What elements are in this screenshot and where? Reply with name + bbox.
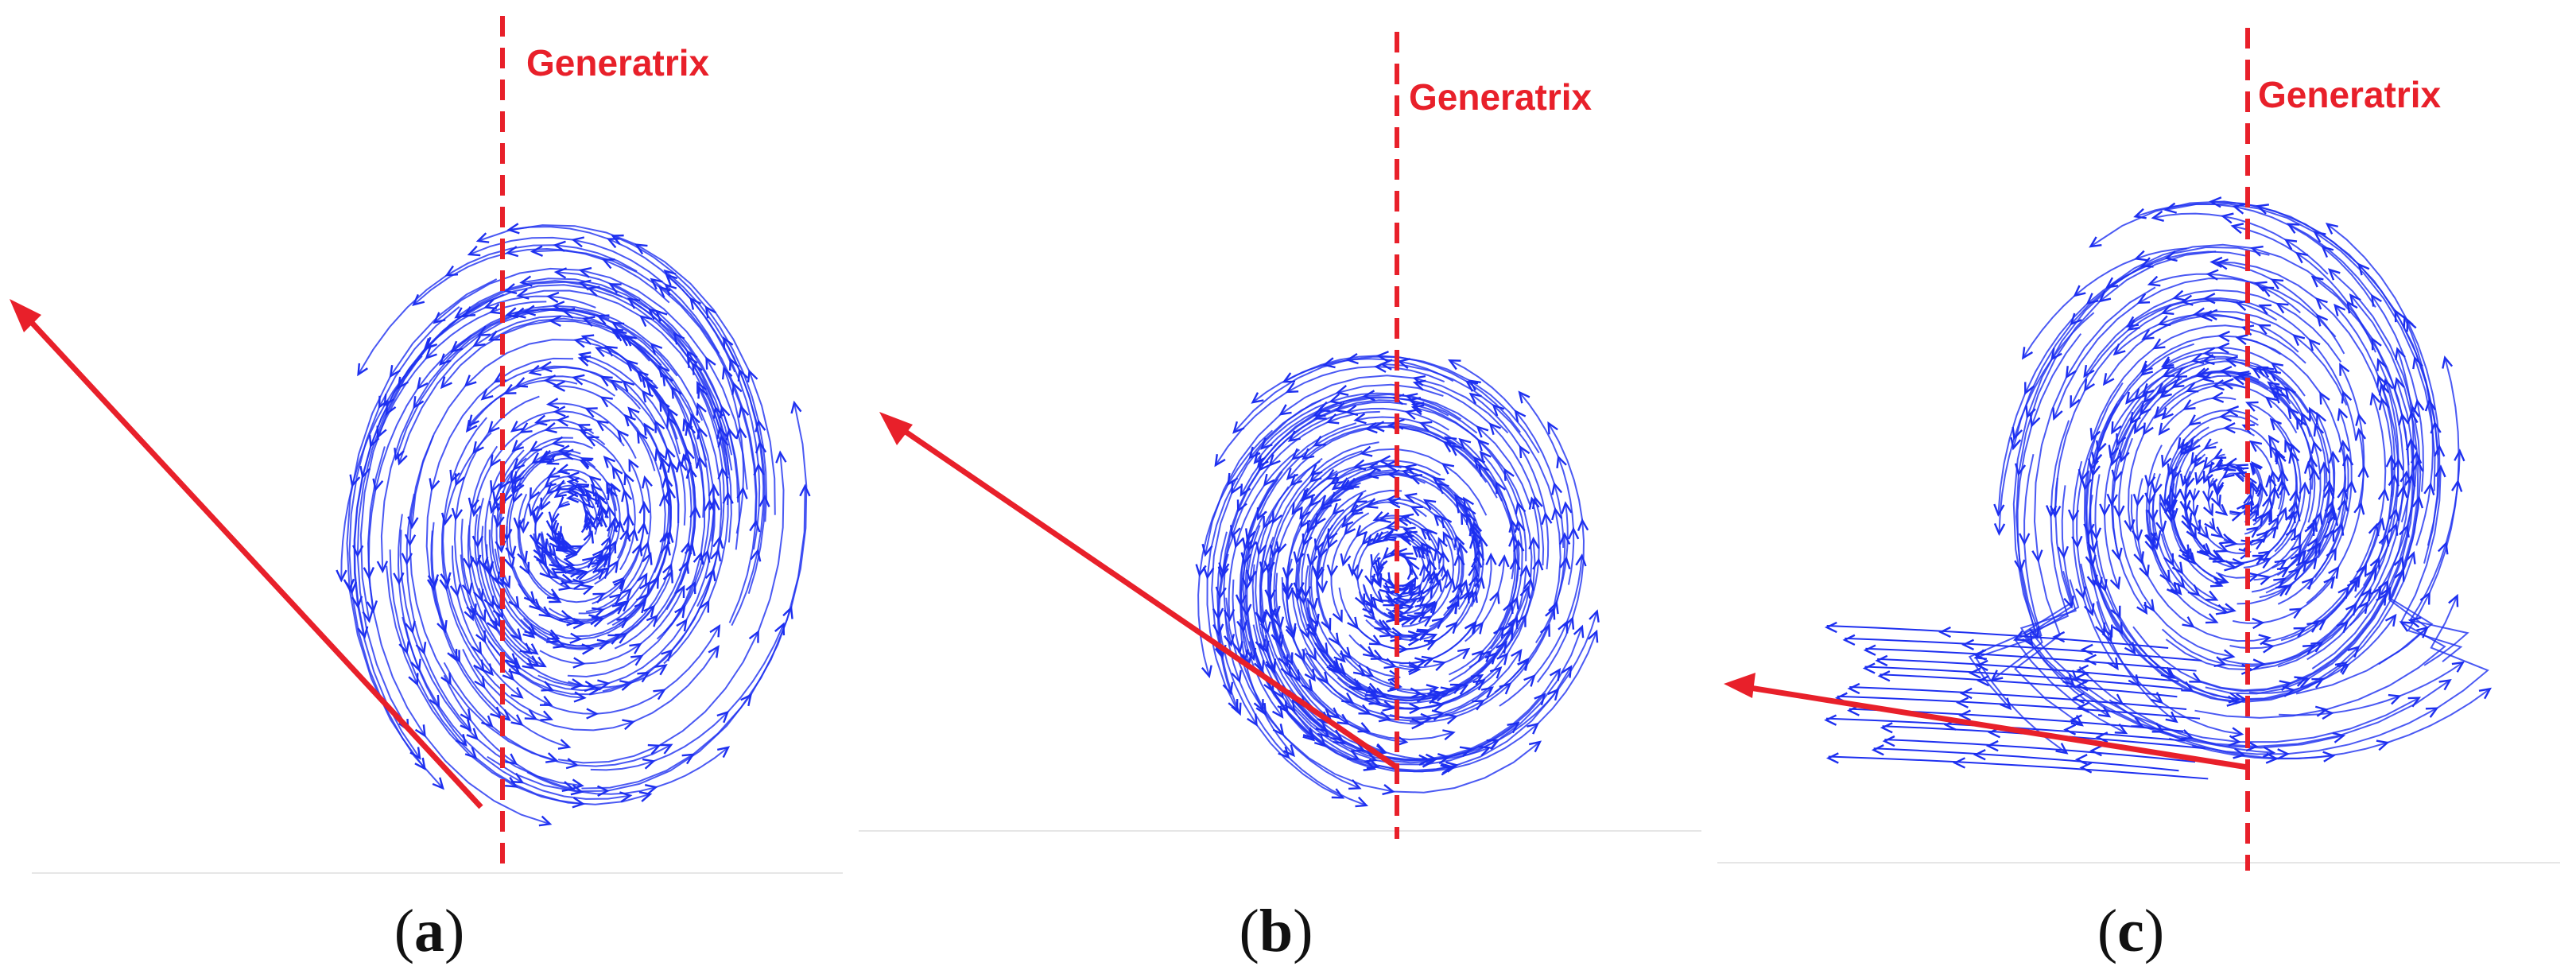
panel-c: Generatrix (c) [1717,0,2576,978]
generatrix-label-a: Generatrix [526,42,710,83]
velocity-vectors-c [1824,196,2493,780]
panel-b: Generatrix (b) [859,0,1717,978]
caption-b: (b) [1239,898,1313,964]
direction-arrow-c [1724,673,2248,770]
direction-arrow-b [879,412,1399,770]
flow-field-a: Generatrix [10,16,843,875]
caption-c: (c) [2097,898,2165,964]
flow-field-c: Generatrix [1717,28,2560,871]
flow-field-b: Generatrix [859,32,1701,839]
velocity-vectors-b [1195,351,1600,808]
direction-arrow-a [10,299,483,809]
velocity-vectors-a [336,223,811,827]
generatrix-label-c: Generatrix [2258,74,2442,115]
generatrix-label-b: Generatrix [1409,76,1593,118]
panel-a: Generatrix (a) [0,0,859,978]
caption-a: (a) [394,898,465,964]
